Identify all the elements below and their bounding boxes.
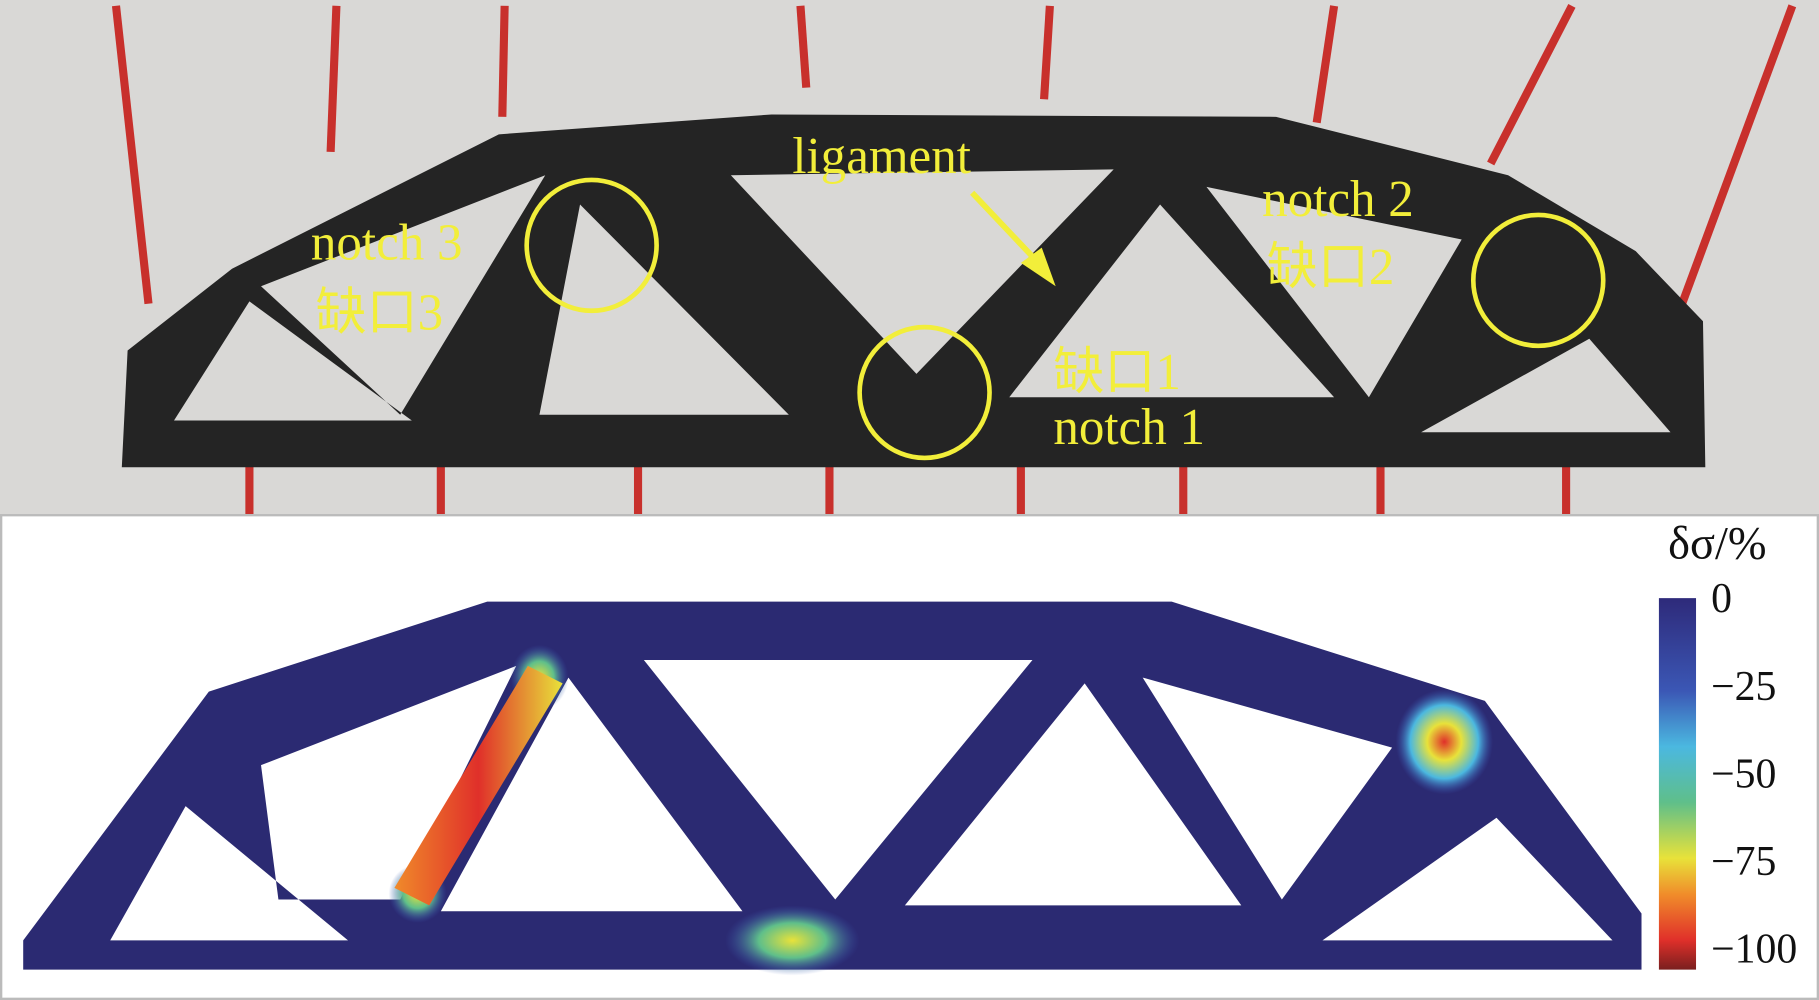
colorbar-title: δσ/% (1668, 518, 1766, 569)
colorbar-tick: 0 (1711, 576, 1732, 622)
colorbar-tick: −100 (1711, 926, 1797, 972)
notch-3-circle (524, 177, 659, 314)
colorbar-tick: −50 (1711, 751, 1776, 797)
notch-2-circle (1470, 212, 1606, 349)
truss-specimen (121, 114, 1706, 468)
notch-2-label-zh: 缺口2 (1267, 239, 1395, 296)
ligament-arrow (970, 190, 1044, 269)
specimen-photo: notch 3 缺口3 ligament notch 2 缺口2 缺口1 not… (0, 0, 1819, 515)
notch-1-circle (857, 324, 992, 461)
ligament-hotspot (394, 665, 563, 906)
simulation-plot: δσ/% 0 −25 −50 −75 −100 (0, 514, 1819, 1000)
notch-2-label: notch 2 (1262, 171, 1414, 228)
colorbar: δσ/% 0 −25 −50 −75 −100 (1658, 518, 1797, 973)
ligament-label: ligament (792, 128, 971, 185)
notch-2-hotspot (1395, 689, 1494, 795)
notch-1-label-zh: 缺口1 (1053, 344, 1181, 401)
colorbar-tick: −25 (1711, 664, 1776, 710)
colorbar-gradient (1658, 598, 1697, 970)
colorbar-tick: −75 (1711, 839, 1776, 885)
notch-1-label: notch 1 (1053, 399, 1205, 456)
notch-markers (524, 177, 1606, 461)
wires (111, 3, 1797, 515)
notch-1-hotspot (725, 905, 860, 976)
notch-3-label: notch 3 (311, 214, 463, 271)
notch-3-label-zh: 缺口3 (316, 284, 444, 341)
